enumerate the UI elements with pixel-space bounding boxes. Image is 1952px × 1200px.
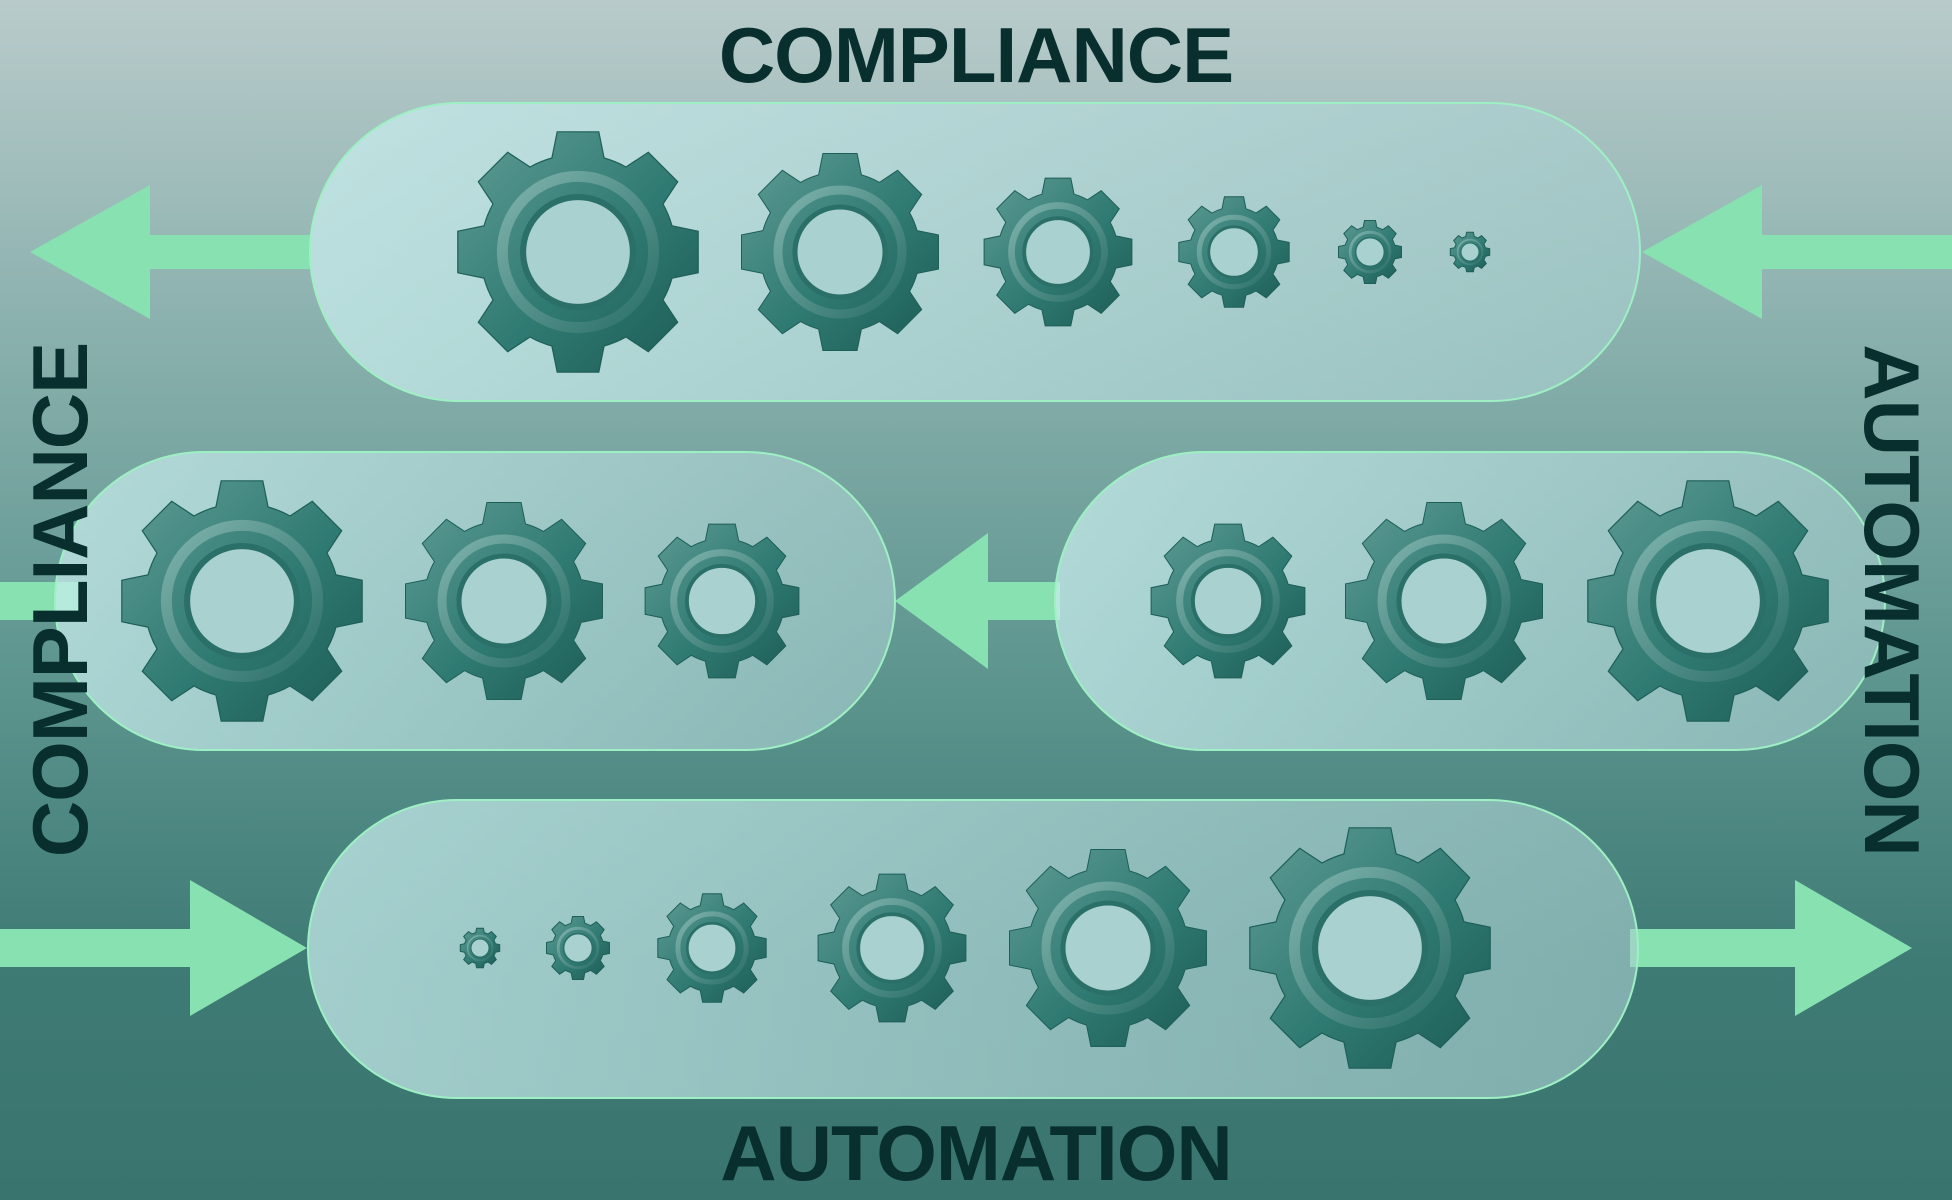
- gear-icon: [1150, 523, 1306, 679]
- gears-layer: [121, 131, 1829, 1069]
- row3-arrows: [0, 880, 1912, 1016]
- arrow-left-icon: [1642, 185, 1952, 319]
- gear-icon: [817, 873, 967, 1023]
- gear-icon: [1338, 220, 1402, 284]
- gear-icon: [644, 523, 800, 679]
- gear-icon: [1345, 502, 1543, 700]
- arrow-right-icon: [0, 880, 307, 1016]
- label-left-compliance: COMPLIANCE: [16, 342, 104, 858]
- gear-icon: [1587, 480, 1829, 722]
- arrow-left-icon: [895, 533, 1060, 669]
- gear-icon: [983, 177, 1133, 327]
- gear-icon: [1449, 231, 1491, 273]
- gear-icon: [459, 927, 501, 969]
- label-bottom-automation: AUTOMATION: [720, 1109, 1232, 1197]
- gear-icon: [457, 131, 699, 373]
- label-top-compliance: COMPLIANCE: [718, 11, 1234, 99]
- arrow-right-icon: [1630, 880, 1912, 1016]
- row1-arrows: [30, 185, 1952, 319]
- gear-icon: [1178, 196, 1290, 308]
- gear-icon: [741, 153, 939, 351]
- gear-icon: [657, 893, 767, 1003]
- gear-icon: [546, 916, 610, 980]
- arrow-left-icon: [30, 185, 310, 319]
- label-right-automation: AUTOMATION: [1848, 344, 1936, 856]
- gear-icon: [121, 480, 363, 722]
- gear-icon: [1249, 827, 1491, 1069]
- gear-icon: [1009, 849, 1207, 1047]
- gear-icon: [405, 502, 603, 700]
